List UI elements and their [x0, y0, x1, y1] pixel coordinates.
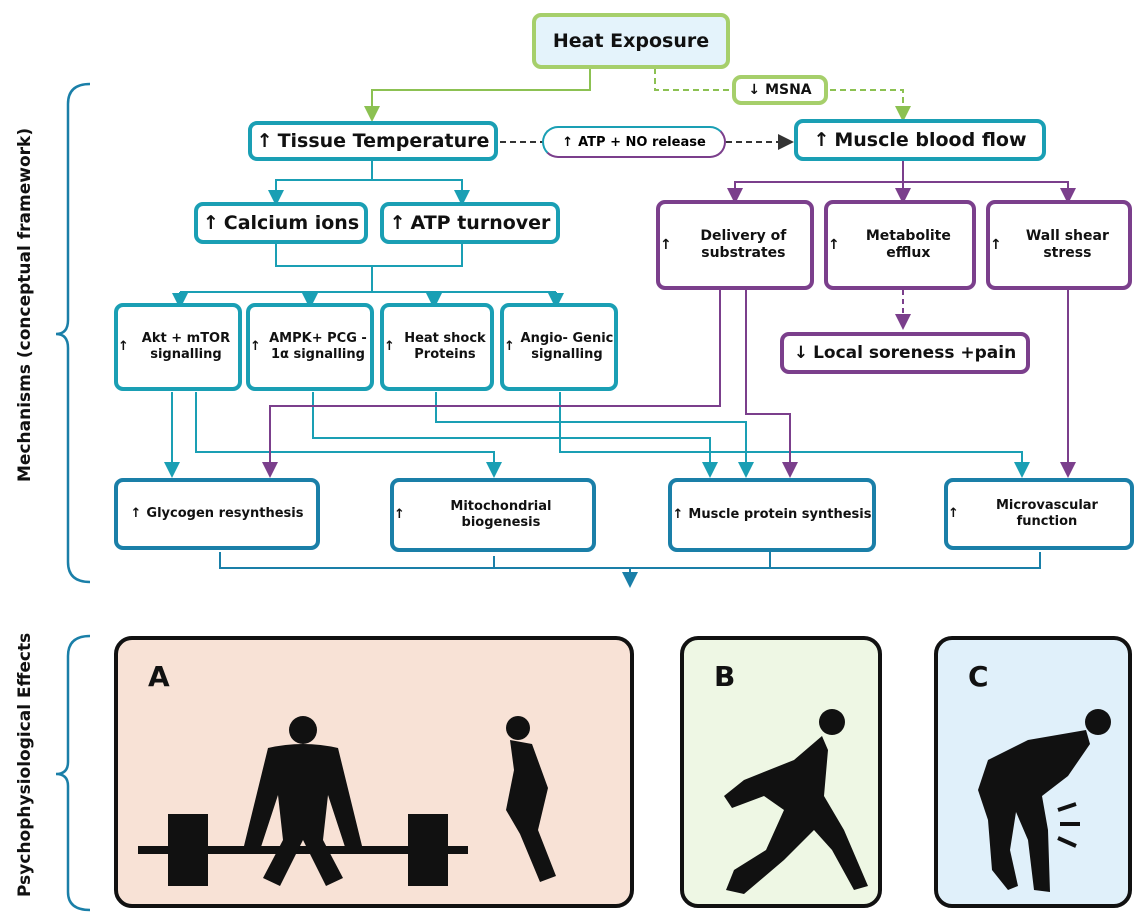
up-arrow-icon: ↑	[828, 236, 840, 253]
akt-mtor-node: ↑ Akt + mTOR signalling	[114, 303, 242, 391]
angiogenic-signalling-label: Angio- Genic signalling	[520, 331, 614, 362]
outcomes-merge-arrow	[219, 552, 1041, 588]
calcium-ions-node: ↑ Calcium ions	[194, 202, 368, 244]
up-arrow-icon: ↑	[562, 134, 574, 150]
glycogen-resynthesis-label: Glycogen resynthesis	[146, 506, 304, 522]
ampk-pgc-node: ↑ AMPK+ PCG - 1α signalling	[246, 303, 374, 391]
up-arrow-icon: ↑	[948, 506, 959, 522]
panel-a-letter: A	[148, 660, 170, 693]
down-arrow-icon: ↓	[748, 81, 761, 98]
up-arrow-icon: ↑	[672, 507, 684, 523]
muscle-blood-flow-label: Muscle blood flow	[834, 128, 1027, 151]
tissue-temperature-label: Tissue Temperature	[277, 129, 490, 152]
panel-b: B	[680, 636, 882, 908]
mitochondrial-biogenesis-label: Mitochondrial biogenesis	[450, 499, 552, 530]
up-arrow-icon: ↑	[990, 236, 1002, 253]
heat-to-tissue-arrow	[364, 68, 591, 122]
weightlifter-silhouette	[138, 716, 556, 886]
atp-no-release-pill: ↑ ATP + NO release	[542, 126, 726, 158]
msna-node: ↓ MSNA	[732, 75, 828, 105]
atp-no-release-label: ATP + NO release	[578, 134, 706, 150]
up-arrow-icon: ↑	[250, 339, 261, 355]
muscle-protein-synthesis-label: Muscle protein synthesis	[688, 507, 872, 523]
muscle-blood-flow-node: ↑ Muscle blood flow	[794, 119, 1046, 161]
wall-shear-stress-node: ↑ Wall shear stress	[986, 200, 1132, 290]
delivery-of-substrates-label: Delivery of substrates	[700, 228, 787, 261]
ampk-pgc-label: AMPK+ PCG - 1α signalling	[269, 331, 367, 362]
up-arrow-icon: ↑	[202, 211, 219, 234]
up-arrow-icon: ↑	[660, 236, 672, 253]
effects-bracket	[55, 634, 91, 912]
tier3-to-outcomes-arrows	[164, 392, 1030, 478]
down-arrow-icon: ↓	[793, 342, 809, 363]
metabolite-efflux-label: Metabolite efflux	[865, 228, 951, 261]
microvascular-function-label: Microvascular function	[995, 498, 1098, 529]
up-arrow-icon: ↑	[394, 507, 405, 523]
purple-to-outcomes-arrows	[262, 288, 1076, 478]
tissue-to-tier2-arrows	[268, 160, 470, 206]
heat-exposure-node: Heat Exposure	[532, 13, 730, 69]
mechanisms-label: Mechanisms (conceptual framework)	[15, 127, 35, 482]
panel-c: C	[934, 636, 1132, 908]
up-arrow-icon: ↑	[256, 129, 273, 152]
heat-shock-proteins-label: Heat shock Proteins	[404, 331, 486, 362]
akt-mtor-label: Akt + mTOR signalling	[141, 331, 231, 362]
calcium-ions-label: Calcium ions	[223, 211, 360, 234]
msna-label: MSNA	[765, 81, 812, 98]
heat-to-bloodflow-arrow	[654, 68, 911, 122]
heat-shock-proteins-node: ↑ Heat shock Proteins	[380, 303, 494, 391]
delivery-of-substrates-node: ↑ Delivery of substrates	[656, 200, 814, 290]
microvascular-function-node: ↑ Microvascular function	[944, 478, 1134, 550]
muscle-protein-synthesis-node: ↑ Muscle protein synthesis	[668, 478, 876, 552]
panel-b-letter: B	[714, 660, 736, 693]
up-arrow-icon: ↑	[130, 506, 142, 522]
up-arrow-icon: ↑	[504, 339, 515, 355]
angiogenic-signalling-node: ↑ Angio- Genic signalling	[500, 303, 618, 391]
mitochondrial-biogenesis-node: ↑ Mitochondrial biogenesis	[390, 478, 596, 552]
atp-turnover-label: ATP turnover	[410, 211, 551, 234]
wall-shear-stress-label: Wall shear stress	[1025, 228, 1109, 261]
local-soreness-node: ↓ Local soreness +pain	[780, 332, 1030, 374]
stretching-silhouette	[724, 709, 868, 894]
up-arrow-icon: ↑	[384, 339, 395, 355]
tissue-temperature-node: ↑ Tissue Temperature	[248, 121, 498, 161]
up-arrow-icon: ↑	[813, 128, 830, 151]
up-arrow-icon: ↑	[118, 339, 129, 355]
panel-c-letter: C	[968, 660, 989, 693]
local-soreness-label: Local soreness +pain	[813, 342, 1017, 363]
up-arrow-icon: ↑	[389, 211, 406, 234]
tier2-to-tier3-arrows	[172, 242, 564, 309]
panel-a: A	[114, 636, 634, 908]
glycogen-resynthesis-node: ↑ Glycogen resynthesis	[114, 478, 320, 550]
bloodflow-to-tier2-arrows	[727, 160, 1076, 204]
knee-pain-silhouette	[978, 709, 1111, 892]
metabolite-efflux-node: ↑ Metabolite efflux	[824, 200, 976, 290]
mechanisms-bracket	[55, 82, 91, 584]
heat-exposure-label: Heat Exposure	[552, 29, 710, 52]
atp-turnover-node: ↑ ATP turnover	[380, 202, 560, 244]
effects-label: Psychophysiological Effects	[15, 632, 35, 897]
